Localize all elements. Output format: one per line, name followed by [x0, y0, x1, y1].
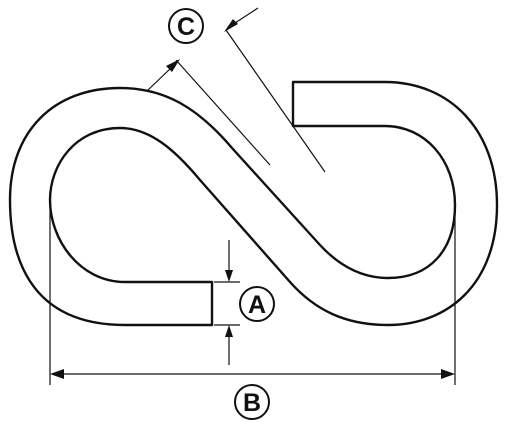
- dimension-b-left-arrowhead: [50, 369, 64, 379]
- s-hook-outer-contour: [8, 80, 499, 327]
- dimension-c-left-arrowhead: [166, 59, 180, 72]
- dimension-c-right-arrowhead: [224, 19, 238, 32]
- dimension-a-badge: [239, 286, 275, 322]
- dimension-a: A: [214, 240, 275, 365]
- dimension-a-lower-arrowhead: [225, 325, 233, 337]
- dimension-c-left-extension: [175, 59, 271, 166]
- dimension-b-badge: [234, 384, 270, 420]
- dimension-c-right-leader: [231, 7, 259, 26]
- dimension-c: C: [147, 7, 326, 173]
- dimension-c-label: C: [177, 13, 195, 41]
- dimension-a-label: A: [248, 291, 266, 319]
- dimension-b-label: B: [243, 389, 261, 417]
- dimension-b-right-arrowhead: [441, 369, 455, 379]
- s-hook-shape: [8, 80, 499, 327]
- dimension-c-badge: [168, 8, 204, 44]
- dimension-c-right-extension: [225, 29, 326, 173]
- dimension-b: B: [49, 200, 456, 420]
- dimension-c-left-leader: [147, 66, 173, 91]
- dimension-a-upper-arrowhead: [225, 270, 233, 282]
